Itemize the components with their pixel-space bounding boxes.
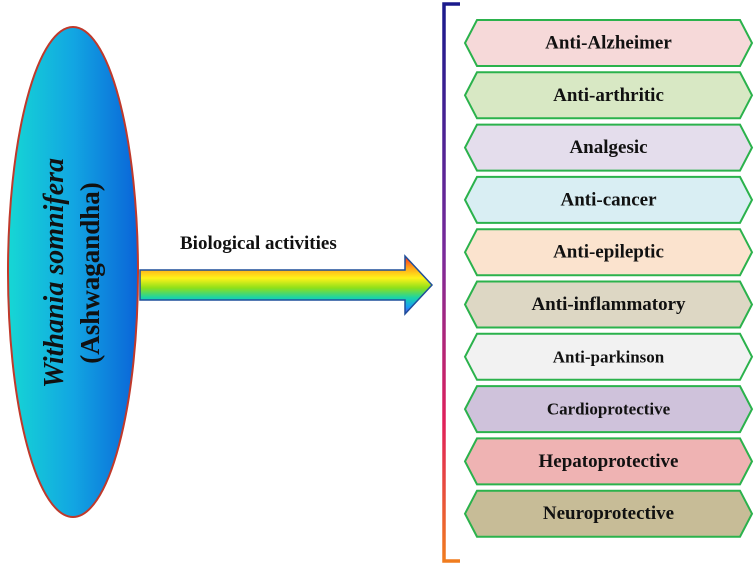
activity-item: Anti-Alzheimer [463, 19, 754, 67]
activity-label: Cardioprotective [547, 400, 671, 419]
activity-item: Neuroprotective [463, 489, 754, 538]
activity-hexagon [463, 175, 754, 224]
activity-hexagon [463, 123, 754, 172]
activity-hexagon [463, 332, 754, 381]
plant-common-name: (Ashwagandha) [75, 182, 105, 364]
activity-label: Anti-Alzheimer [545, 33, 672, 54]
activity-hexagon [463, 489, 754, 538]
activity-item: Cardioprotective [463, 385, 754, 434]
activity-label: Neuroprotective [543, 503, 674, 524]
activity-item: Anti-arthritic [463, 71, 754, 120]
plant-oval: Withania somnifera (Ashwagandha) [7, 26, 139, 518]
activity-hexagon [463, 71, 754, 120]
activity-item: Analgesic [463, 123, 754, 172]
arrow-label: Biological activities [180, 233, 337, 254]
activity-label: Anti-inflammatory [531, 294, 686, 315]
rainbow-arrow [139, 254, 434, 316]
activity-label: Hepatoprotective [539, 451, 679, 472]
activity-label: Anti-parkinson [553, 347, 665, 366]
activity-item: Hepatoprotective [463, 437, 754, 486]
activity-hexagon [463, 228, 754, 277]
activity-hexagon [463, 437, 754, 486]
plant-oval-shape [7, 26, 139, 518]
activities-list: Anti-AlzheimerAnti-arthriticAnalgesicAnt… [463, 19, 754, 538]
activity-item: Anti-inflammatory [463, 280, 754, 329]
activity-item: Anti-epileptic [463, 228, 754, 277]
biological-activities-arrow: Biological activities [139, 233, 434, 316]
activity-label: Analgesic [569, 137, 647, 158]
activity-hexagon [463, 19, 754, 67]
activity-hexagon [463, 280, 754, 329]
activity-item: Anti-cancer [463, 175, 754, 224]
activity-hexagon [463, 385, 754, 434]
activity-label: Anti-epileptic [553, 242, 664, 263]
activities-bracket [442, 2, 460, 563]
plant-name: Withania somnifera [39, 158, 70, 388]
activity-label: Anti-cancer [560, 189, 657, 210]
activity-label: Anti-arthritic [553, 85, 664, 106]
activity-item: Anti-parkinson [463, 332, 754, 381]
